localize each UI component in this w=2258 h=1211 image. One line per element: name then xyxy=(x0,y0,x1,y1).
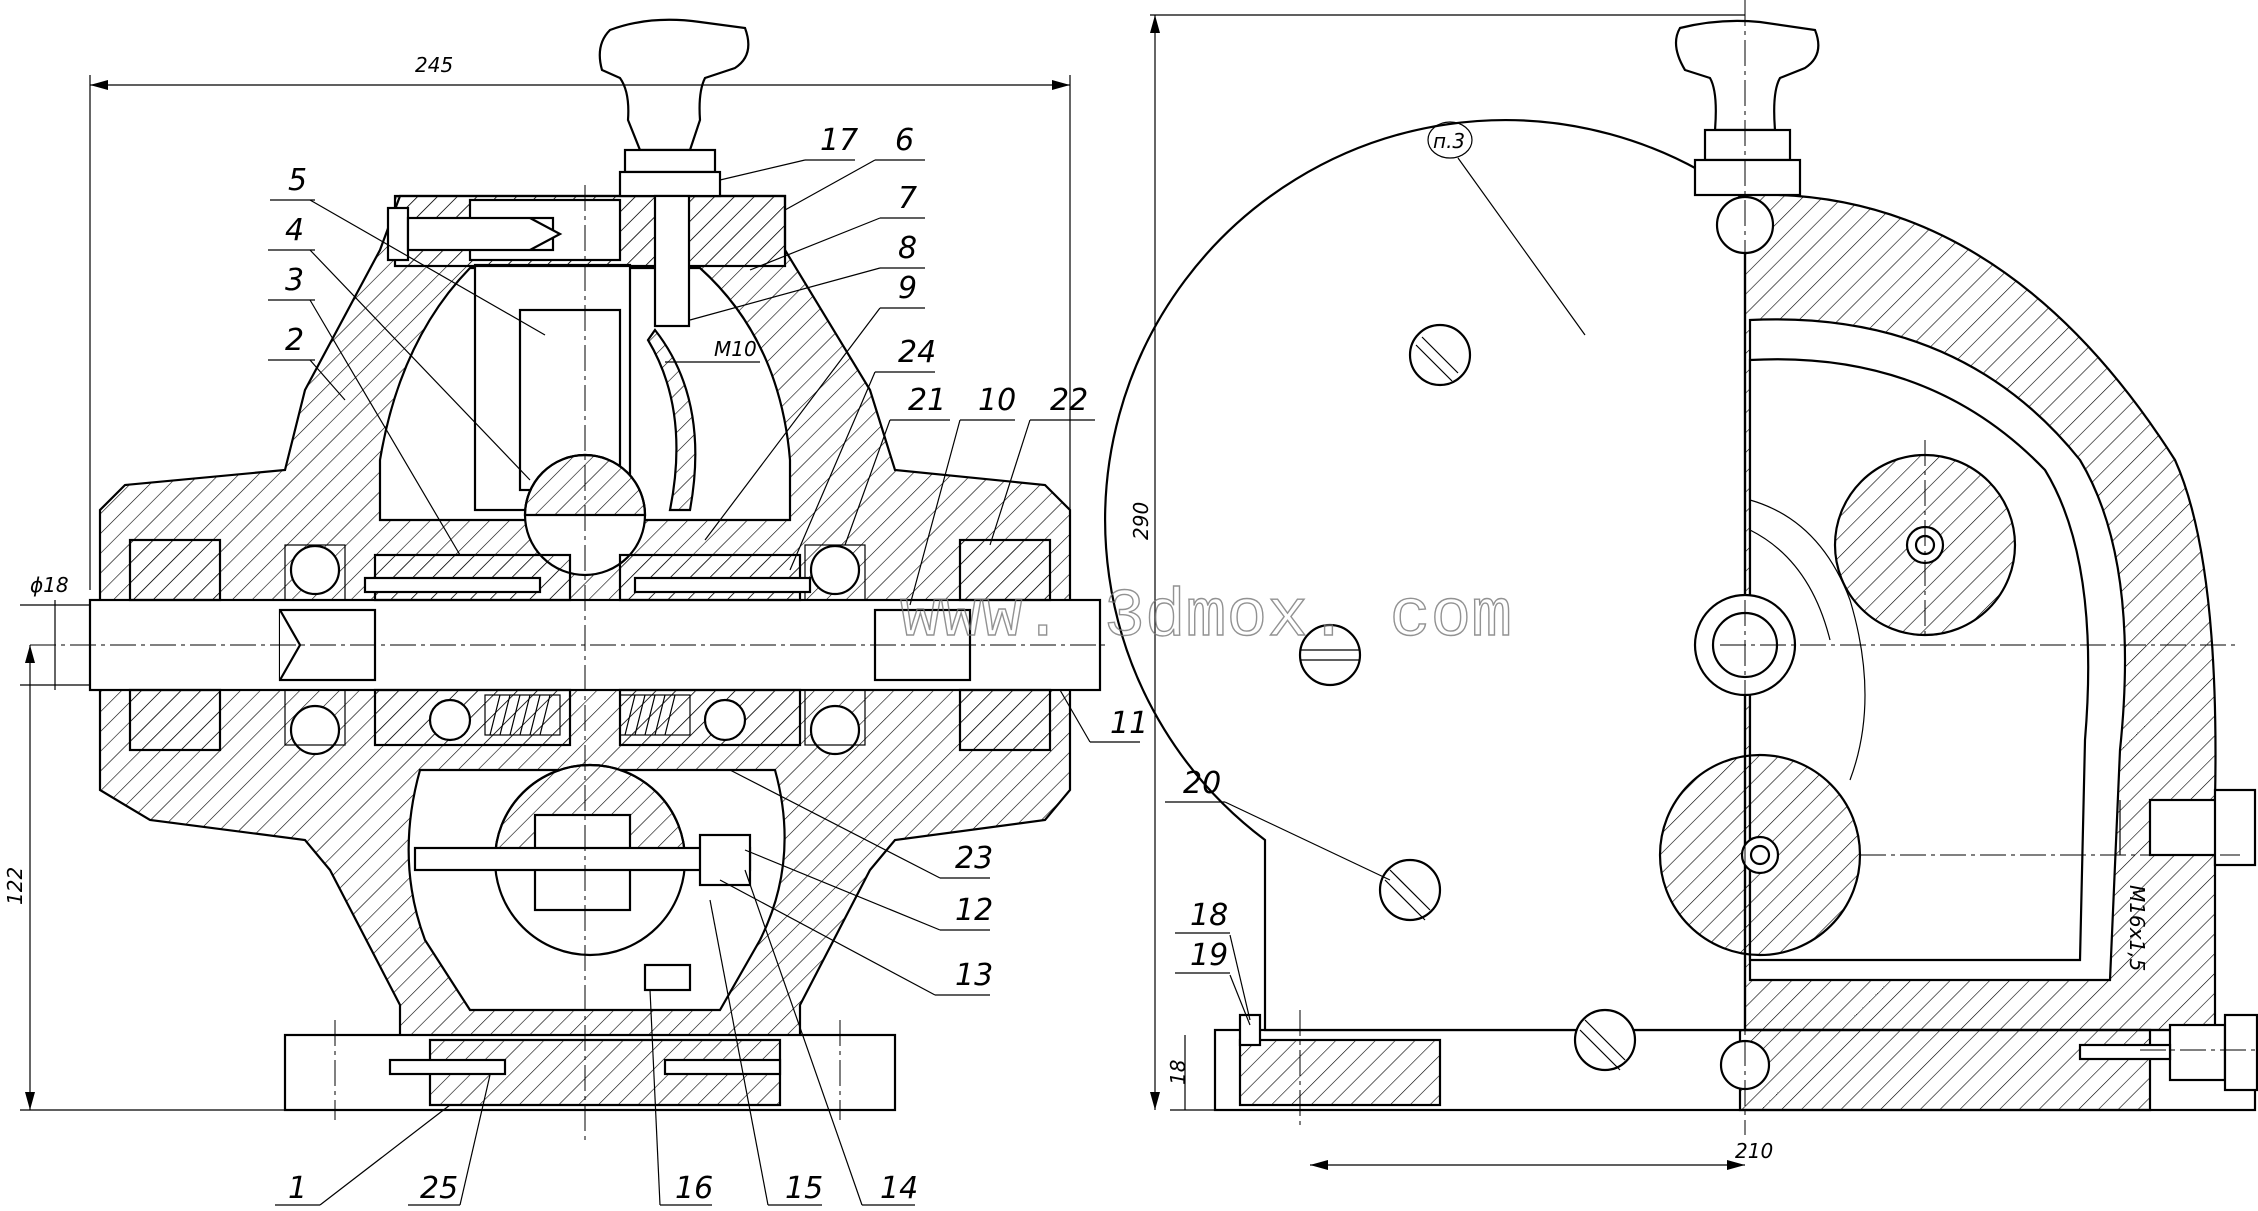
dim-m10: M10 xyxy=(714,337,757,361)
callout-12: 12 xyxy=(955,893,993,928)
bearing-right-outer xyxy=(958,538,1052,602)
dim-phi18: ϕ18 xyxy=(30,573,69,597)
face-screws xyxy=(1298,195,1775,1091)
callout-25: 25 xyxy=(420,1171,458,1206)
callout-17: 17 xyxy=(820,123,858,158)
callout-16: 16 xyxy=(675,1171,713,1206)
callout-2: 2 xyxy=(285,323,304,358)
dim-122: 122 xyxy=(3,867,27,905)
callout-14: 14 xyxy=(880,1171,918,1206)
cover-screw xyxy=(386,206,410,262)
callout-1: 1 xyxy=(288,1171,307,1206)
side-bolt-lower xyxy=(2168,1023,2227,1082)
spring-right xyxy=(619,694,691,736)
callout-18: 18 xyxy=(1190,898,1228,933)
callout-13: 13 xyxy=(955,958,993,993)
knob-side[interactable] xyxy=(1674,19,1820,197)
side-view xyxy=(1103,0,2258,1135)
dimensions-left: 245 122 ϕ18 M10 xyxy=(3,53,1071,1111)
callout-24: 24 xyxy=(898,335,936,370)
side-bolt-upper xyxy=(2148,798,2222,857)
plate-label: п.3 xyxy=(1433,129,1465,153)
callouts-right: 20 18 19 xyxy=(1165,766,1391,1026)
dim-290: 290 xyxy=(1129,502,1153,540)
housing-left-half xyxy=(1103,118,1747,1032)
watermark: www. 3dmox. com xyxy=(900,579,1512,656)
callout-22: 22 xyxy=(1050,383,1088,418)
dim-210: 210 xyxy=(1735,1139,1773,1163)
callout-10: 10 xyxy=(978,383,1016,418)
front-section-view xyxy=(30,18,1110,1140)
dim-245: 245 xyxy=(415,53,453,77)
callout-9: 9 xyxy=(898,271,917,306)
callout-7: 7 xyxy=(898,181,917,216)
callout-3: 3 xyxy=(285,263,304,298)
callout-23: 23 xyxy=(955,841,993,876)
callout-20: 20 xyxy=(1183,766,1221,801)
callout-5: 5 xyxy=(288,163,307,198)
callout-8: 8 xyxy=(898,231,917,266)
callout-19: 19 xyxy=(1190,938,1228,973)
callout-11: 11 xyxy=(1110,706,1148,741)
callouts: 5 4 3 2 17 6 7 8 9 24 21 10 22 11 23 12 … xyxy=(268,123,1148,1206)
callout-6: 6 xyxy=(895,123,914,158)
bearing-left-outer xyxy=(128,538,222,602)
callout-4: 4 xyxy=(285,213,304,248)
dim-18: 18 xyxy=(1166,1060,1190,1085)
callout-15: 15 xyxy=(785,1171,823,1206)
callout-21: 21 xyxy=(908,383,946,418)
dim-m16: M16x1,5 xyxy=(2125,885,2149,971)
spring-left xyxy=(484,694,561,736)
dimensions-right: 290 18 210 M16x1,5 п.3 xyxy=(1129,14,2149,1170)
